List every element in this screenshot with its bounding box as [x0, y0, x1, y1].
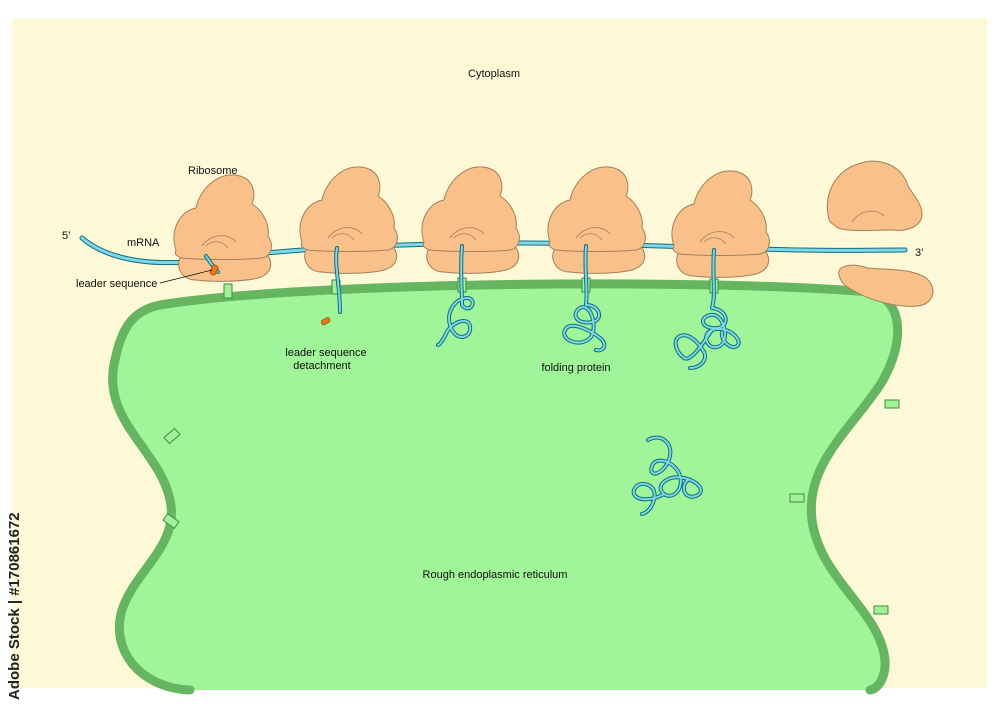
cytoplasm-label: Cytoplasm [468, 68, 520, 80]
mrna-label: mRNA [127, 237, 160, 249]
leader-detachment-label-line2: detachment [293, 360, 350, 372]
ribosome-label: Ribosome [188, 165, 238, 177]
separated-ribosome [826, 160, 934, 307]
translocon [884, 399, 900, 409]
translocon [162, 513, 180, 529]
polypeptide-chains [334, 244, 741, 516]
five-prime-label: 5’ [62, 230, 71, 242]
rough-er-label: Rough endoplasmic reticulum [423, 569, 568, 581]
ribosome [421, 166, 520, 274]
er-membrane [108, 279, 903, 695]
ribosome-large-subunit [299, 166, 398, 252]
translocon [223, 283, 233, 299]
er-lumen [112, 283, 898, 690]
small-subunit [838, 264, 934, 307]
ribosome-large-subunit [173, 174, 272, 260]
leader-sequence-segment [209, 264, 219, 276]
ribosome [299, 166, 398, 274]
ribosome [173, 174, 272, 282]
three-prime-label: 3’ [915, 247, 924, 259]
leader-sequence-pointer [159, 269, 213, 284]
stock-watermark: Adobe Stock | #170861672 [6, 512, 23, 700]
ribosome [671, 170, 770, 278]
translocon [789, 493, 805, 503]
translocon [873, 605, 889, 615]
leader-sequence-label: leader sequence [76, 278, 157, 290]
translocon [163, 427, 181, 445]
ribosome-large-subunit [547, 166, 646, 252]
detached-leader-segment [320, 317, 331, 326]
folding-protein-label: folding protein [541, 362, 610, 374]
large-subunit [826, 160, 923, 231]
ribosome-large-subunit [421, 166, 520, 252]
ribosome [547, 166, 646, 274]
ribosome-large-subunit [671, 170, 770, 256]
ribosomes [173, 166, 770, 282]
leader-detachment-label-line1: leader sequence [285, 347, 366, 359]
